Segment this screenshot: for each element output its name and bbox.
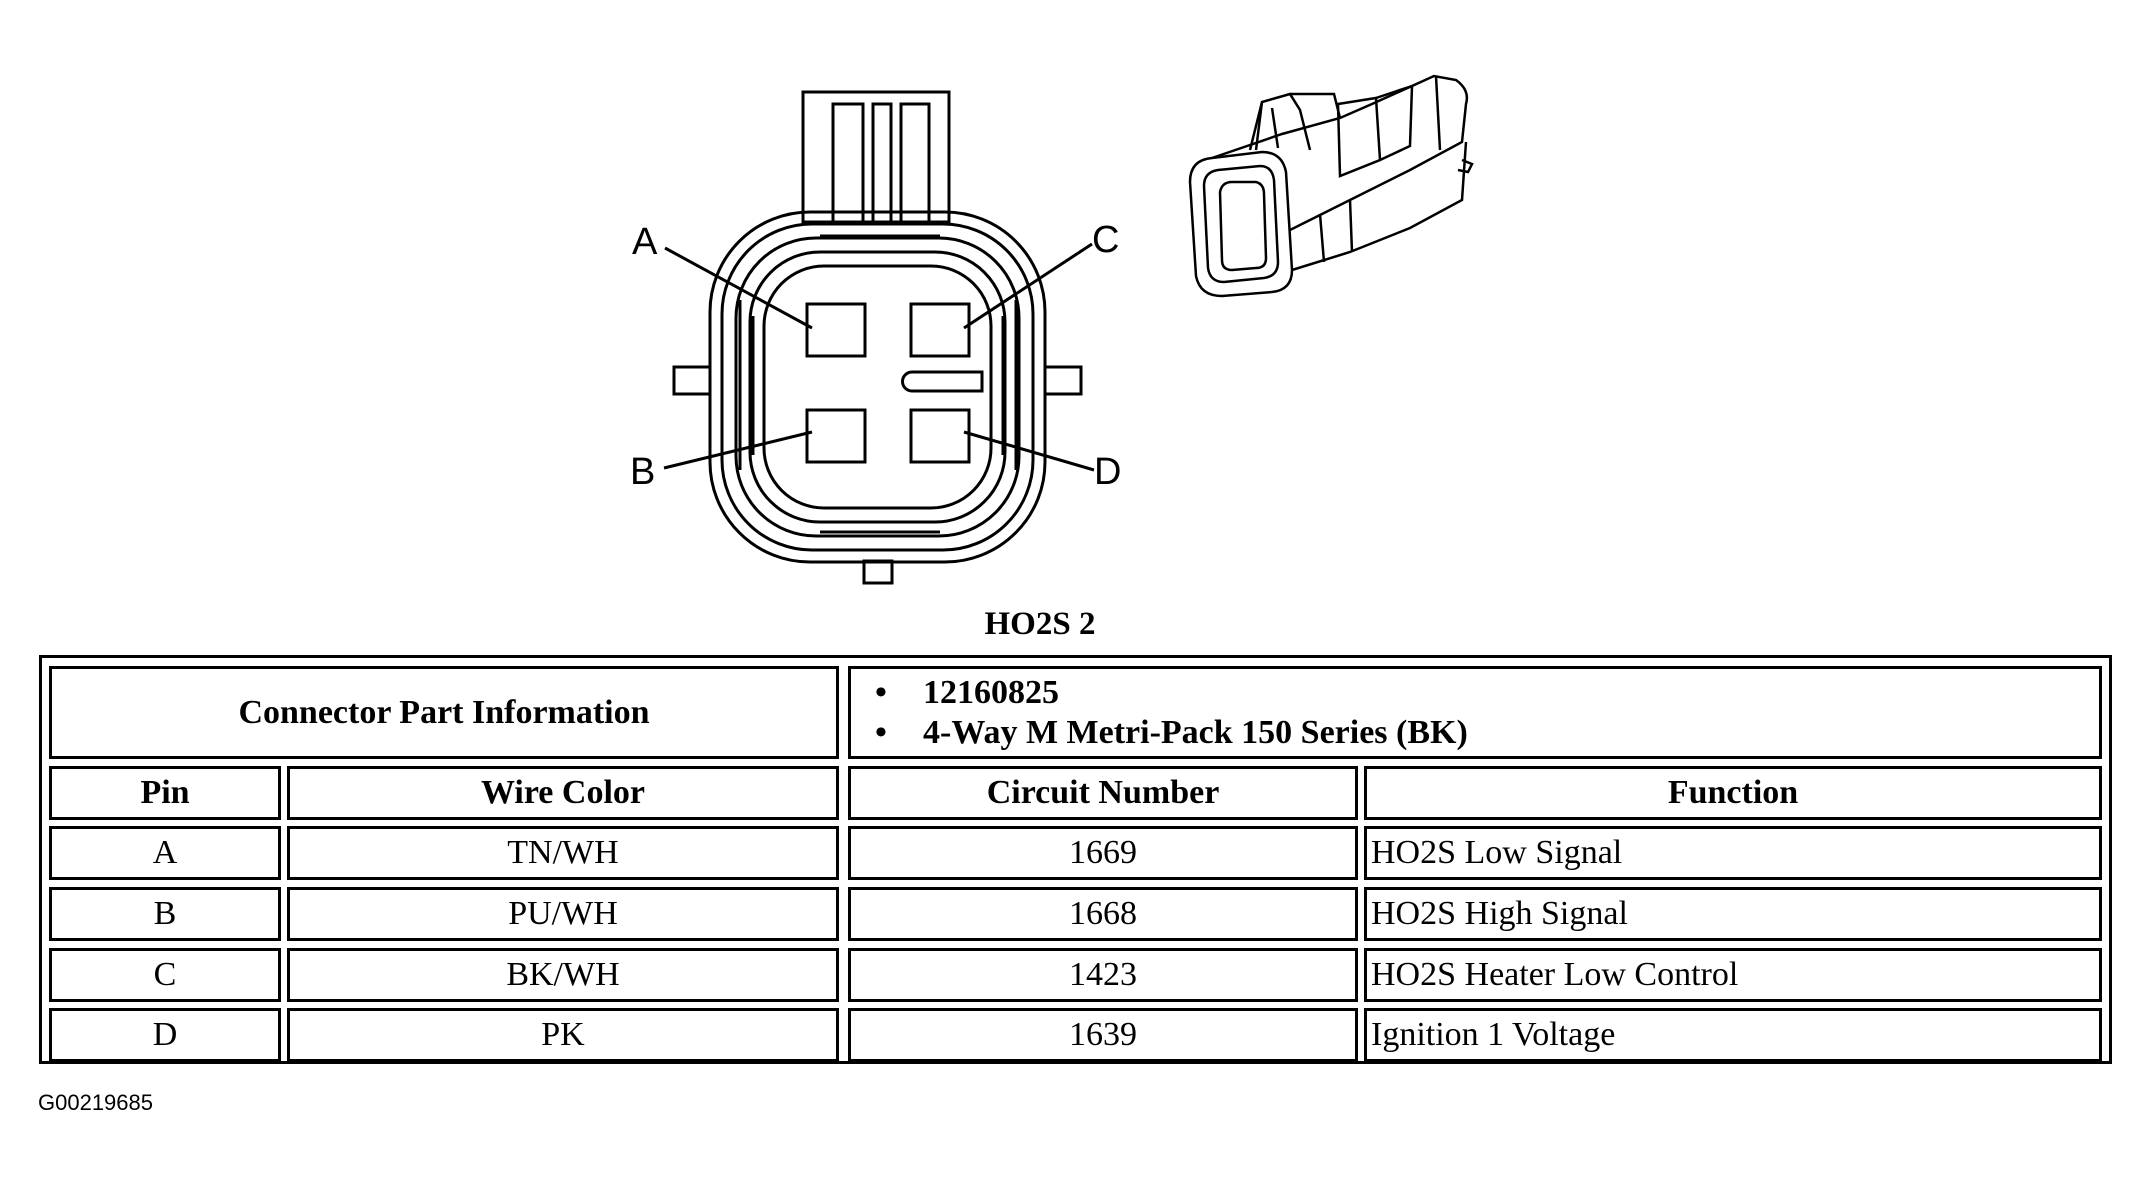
- connector-side-view: [1188, 74, 1474, 298]
- table-row-b-circuit: 1668: [848, 887, 1358, 941]
- table-row-a-circuit: 1669: [848, 826, 1358, 880]
- connector-caption: HO2S 2: [984, 606, 1096, 642]
- table-row-c-wire-color: BK/WH: [287, 948, 839, 1002]
- table-row-b-wire-color: PU/WH: [287, 887, 839, 941]
- table-row-d-function: Ignition 1 Voltage: [1364, 1008, 2102, 1062]
- header-wire-color: Wire Color: [287, 766, 839, 820]
- table-row-c-circuit: 1423: [848, 948, 1358, 1002]
- header-circuit-number: Circuit Number: [848, 766, 1358, 820]
- part-info-values: 12160825 4-Way M Metri-Pack 150 Series (…: [848, 666, 2102, 759]
- table-row-b-pin: B: [49, 887, 281, 941]
- table-row-d-circuit: 1639: [848, 1008, 1358, 1062]
- table-row-a-pin: A: [49, 826, 281, 880]
- table-row-a-wire-color: TN/WH: [287, 826, 839, 880]
- header-pin: Pin: [49, 766, 281, 820]
- pin-label-b: B: [630, 451, 655, 493]
- table-row-c-pin: C: [49, 948, 281, 1002]
- part-info-label: Connector Part Information: [49, 666, 839, 759]
- connector-table: [39, 655, 2112, 1064]
- connector-series: 4-Way M Metri-Pack 150 Series (BK): [875, 713, 1468, 753]
- pin-label-a: A: [632, 221, 658, 263]
- table-row-d-pin: D: [49, 1008, 281, 1062]
- connector-face-view: [663, 90, 1095, 585]
- table-row-c-function: HO2S Heater Low Control: [1364, 948, 2102, 1002]
- table-row-d-wire-color: PK: [287, 1008, 839, 1062]
- header-function: Function: [1364, 766, 2102, 820]
- figure-code: G00219685: [38, 1090, 153, 1115]
- table-row-a-function: HO2S Low Signal: [1364, 826, 2102, 880]
- pin-label-c: C: [1092, 219, 1119, 261]
- part-number: 12160825: [875, 673, 1059, 713]
- pin-label-d: D: [1094, 451, 1121, 493]
- connector-diagram: A B C D: [630, 74, 1474, 585]
- table-row-b-function: HO2S High Signal: [1364, 887, 2102, 941]
